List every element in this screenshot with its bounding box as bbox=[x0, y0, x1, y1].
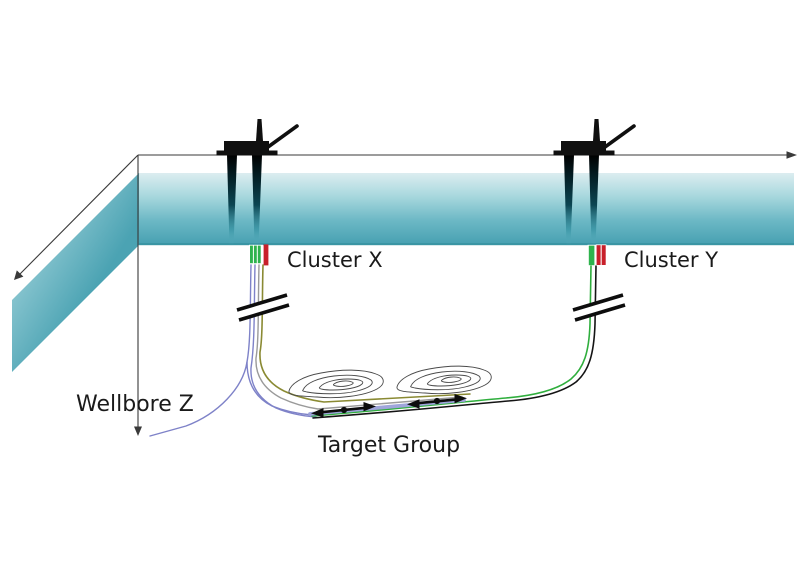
sea-layer bbox=[12, 173, 794, 372]
reservoir-contours-left bbox=[288, 369, 384, 399]
wellhead-red-bar bbox=[596, 245, 601, 265]
bidirectional-arrow-icon bbox=[311, 402, 376, 418]
label-wellbore-z: Wellbore Z bbox=[76, 392, 194, 417]
arrow-midpoint-dot bbox=[433, 397, 441, 405]
wellhead-cluster-y bbox=[587, 244, 607, 266]
wellhead-cluster-x bbox=[249, 244, 269, 266]
wellbore-break-icon bbox=[572, 293, 626, 322]
bidirectional-arrow-icon bbox=[407, 394, 467, 409]
wellbore-olive-path bbox=[259, 264, 471, 403]
flow-arrows bbox=[311, 394, 467, 418]
wellhead-green-bar bbox=[257, 245, 261, 264]
wellbore-break-icon bbox=[236, 293, 290, 322]
wellhead-red-bar bbox=[601, 245, 606, 265]
reservoir-contours-right bbox=[396, 365, 492, 395]
label-target-group: Target Group bbox=[317, 433, 460, 458]
sea-band-bottom-edge bbox=[139, 243, 794, 246]
wellbore-paths bbox=[149, 264, 597, 437]
wellhead-red-bar bbox=[263, 244, 269, 266]
label-cluster-y: Cluster Y bbox=[624, 248, 718, 272]
arrow-midpoint-dot bbox=[340, 406, 348, 414]
label-cluster-x: Cluster X bbox=[287, 248, 383, 272]
wellbore-grey-path bbox=[255, 264, 463, 410]
axis-diagonal bbox=[17, 154, 139, 277]
wellhead-green-bar bbox=[588, 245, 595, 266]
axis-diagonal-arrowhead-icon bbox=[14, 270, 24, 280]
sea-band-perspective bbox=[12, 173, 139, 372]
wellbore-black-path bbox=[312, 265, 597, 419]
pipe-break-symbols bbox=[236, 293, 626, 322]
axis-horizontal-arrowhead-icon bbox=[786, 151, 797, 159]
wellbore-green-path bbox=[311, 265, 592, 417]
wellhead-green-bar bbox=[253, 245, 257, 264]
sea-band bbox=[139, 173, 794, 245]
axis-vertical-arrowhead-icon bbox=[134, 426, 142, 436]
wellhead-backplate bbox=[595, 244, 607, 266]
wellhead-green-bar bbox=[250, 245, 253, 264]
